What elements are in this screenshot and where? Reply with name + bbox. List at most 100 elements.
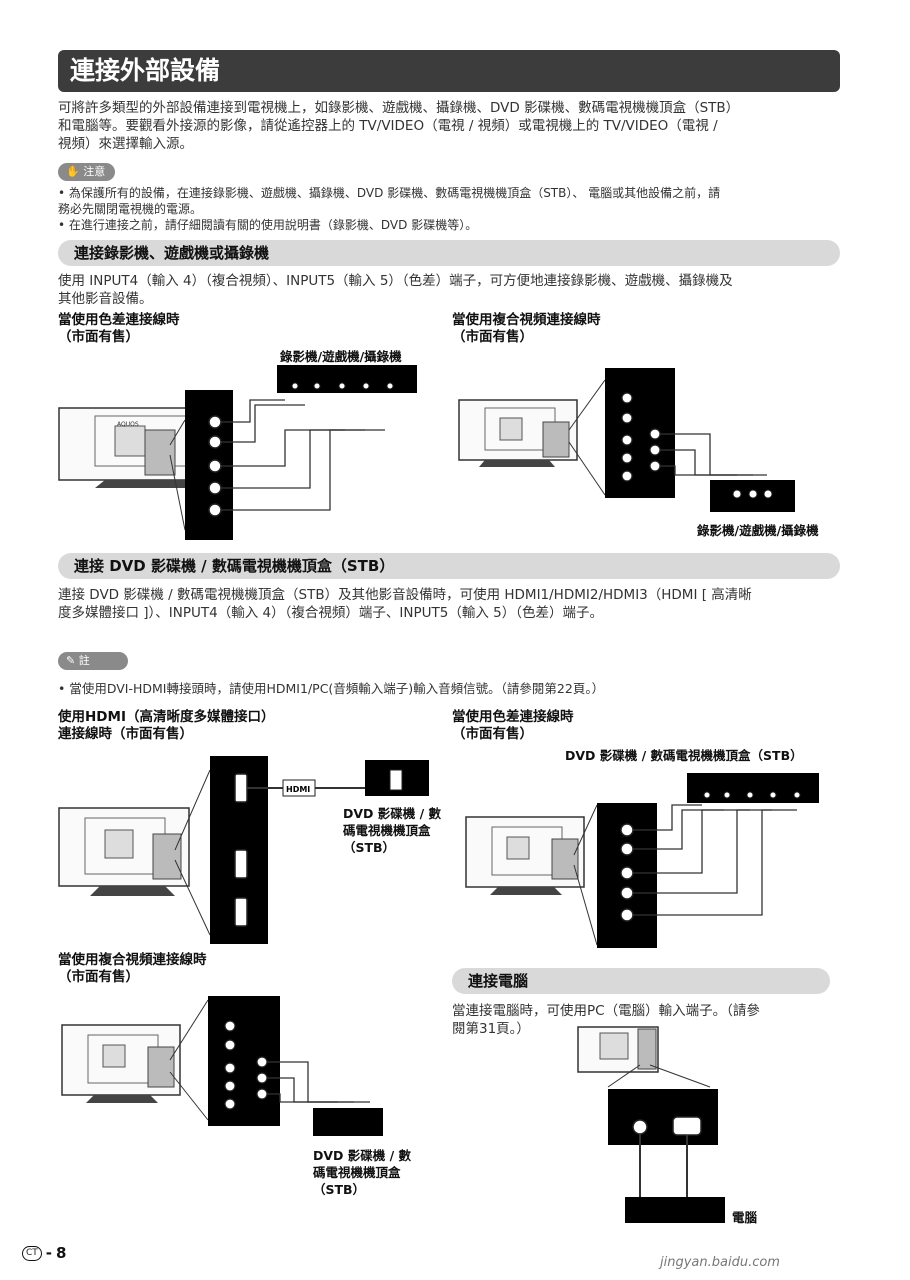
section-dvd-title: 連接 DVD 影碟機 / 數碼電視機機頂盒（STB） — [58, 553, 840, 579]
region-badge: CT — [22, 1245, 42, 1261]
note-icon: ✎ — [66, 654, 76, 667]
header-line: 當使用複合視頻連接線時 — [452, 312, 601, 328]
device-panel — [313, 1108, 383, 1136]
hdmi3-label: HDMI3 — [232, 887, 252, 894]
audio-label: AUDIO (R/L) — [612, 1104, 660, 1113]
device-panel — [687, 773, 819, 803]
hdmi-logo: HDMI — [286, 785, 310, 794]
tv-brand: AQUOS — [117, 421, 139, 428]
caution-item: 務必先關閉電視機的電源。 — [58, 202, 203, 216]
svg-text:R—AUDIO—L: R—AUDIO—L — [283, 372, 316, 378]
audio-label: AUDIO — [186, 430, 206, 437]
note-label: 註 — [78, 654, 90, 667]
input5-label: INPUT5 — [609, 375, 631, 382]
header-line: （市面有售） — [58, 329, 139, 345]
hdmi1-label: HDMI1 — [232, 762, 252, 769]
input4-label: INPUT4 — [643, 415, 665, 422]
section-pc-title: 連接電腦 — [452, 968, 830, 994]
hdmi-device-label: DVD 影碟機 / 數 碼電視機機頂盒 （STB） — [343, 806, 442, 855]
dvd-comp-header: 當使用色差連接線時 （市面有售） — [452, 709, 574, 743]
intro-line: 可將許多類型的外部設備連接到電視機上，如錄影機、遊戲機、攝錄機、DVD 影碟機、… — [58, 100, 740, 116]
svg-text:AUDIO (L/R): AUDIO (L/R) — [632, 1203, 662, 1209]
svg-text:L: L — [193, 439, 198, 448]
vcr-composite-diagram: INPUT5 INPUT4 COMPONENT R AUDIO L VIDEO — [458, 368, 795, 512]
svg-text:VIDEO: VIDEO — [354, 1128, 370, 1134]
vcr-device-label-right: 錄影機/遊戲機/攝錄機 — [697, 523, 819, 538]
svg-text:R AUDIO L: R AUDIO L — [727, 504, 753, 510]
watermark: jingyan.baidu.com — [660, 1255, 780, 1270]
dvd-composite-header: 當使用複合視頻連接線時 （市面有售） — [58, 952, 207, 985]
intro-paragraph: 可將許多類型的外部設備連接到電視機上，如錄影機、遊戲機、攝錄機、DVD 影碟機、… — [58, 99, 858, 153]
svg-text:R: R — [193, 417, 199, 426]
vcr-left-header: 當使用色差連接線時 （市面有售） — [58, 312, 180, 346]
svg-text:VIDEO: VIDEO — [761, 504, 777, 510]
tv-back-icon — [61, 1024, 181, 1103]
svg-text:COMPONENT: COMPONENT — [212, 1116, 245, 1122]
device-panel — [277, 365, 417, 393]
svg-text:PB: PB — [191, 487, 199, 494]
body-line: 使用 INPUT4（輸入 4）（複合視頻）、INPUT5（輸入 5）（色差）端子… — [58, 273, 733, 289]
tv-back-icon — [58, 807, 190, 896]
svg-text:PR: PR — [338, 370, 345, 376]
caution-list: • 為保護所有的設備，在連接錄影機、遊戲機、攝錄機、DVD 影碟機、數碼電視機機… — [58, 185, 858, 233]
vcr-component-diagram: AQUOS INPUT5 R AUDIO L PR PB Y COMPONENT… — [58, 365, 417, 540]
input-panel — [605, 368, 675, 498]
caution-item: • 在進行連接之前，請仔細閱讀有關的使用說明書（錄影機、DVD 影碟機等）。 — [58, 218, 478, 232]
input-panel — [208, 996, 280, 1126]
dvd-composite-diagram: INPUT5 INPUT4 COMPONENT R AUDIO L VIDEO — [61, 996, 383, 1136]
composite-device-label: DVD 影碟機 / 數 碼電視機機頂盒 （STB） — [313, 1148, 412, 1197]
svg-text:INPUT5: INPUT5 — [601, 808, 623, 815]
caution-badge: ✋ 注意 — [58, 163, 116, 181]
pc-port-panel — [608, 1089, 718, 1145]
svg-text:Y: Y — [191, 506, 197, 514]
header-line: 連接線時（市面有售） — [58, 726, 193, 742]
pc-device-panel — [625, 1197, 725, 1223]
vcr-device-label: 錄影機/遊戲機/攝錄機 — [280, 349, 402, 364]
header-line: 當使用色差連接線時 — [452, 709, 574, 725]
tv-back-icon — [458, 399, 578, 467]
section-vcr-body: 使用 INPUT4（輸入 4）（複合視頻）、INPUT5（輸入 5）（色差）端子… — [58, 272, 858, 308]
page-title: 連接外部設備 — [58, 50, 840, 92]
body-line: 當連接電腦時，可使用PC（電腦）輸入端子。（請參 — [452, 1003, 760, 1019]
header-line: 當使用色差連接線時 — [58, 312, 180, 328]
svg-text:COMPONENT: COMPONENT — [601, 938, 640, 945]
hand-icon: ✋ — [66, 165, 80, 178]
svg-text:R—AUDIO—L: R—AUDIO—L — [702, 781, 735, 787]
section-pc-body: 當連接電腦時，可使用PC（電腦）輸入端子。（請參 閱第31頁。） — [452, 1002, 842, 1038]
hdmi2-label: HDMI2 — [232, 839, 252, 846]
note-text: • 當使用DVI-HDMI轉接頭時，請使用HDMI1/PC(音頻輸入端子)輸入音… — [58, 681, 605, 696]
dvd-component-diagram: INPUT5 COMPONENT R—AUDIO—L — [465, 773, 819, 948]
vga-port-icon — [672, 1116, 702, 1136]
component-label: COMPONENT — [609, 488, 642, 494]
caution-label: 注意 — [83, 165, 106, 178]
hdmi-pc-label: HDMI1/ PC — [612, 1093, 655, 1102]
tv-back-icon — [465, 816, 585, 895]
input5-label: INPUT5 — [188, 395, 213, 403]
caution-item: • 為保護所有的設備，在連接錄影機、遊戲機、攝錄機、DVD 影碟機、數碼電視機機… — [58, 186, 721, 200]
pc-label: PC — [682, 1102, 694, 1112]
vcr-right-header: 當使用複合視頻連接線時 （市面有售） — [452, 312, 601, 346]
svg-text:INPUT4: INPUT4 — [248, 1045, 270, 1052]
component-label: COMPONENT — [188, 529, 227, 536]
svg-text:R AUDIO L: R AUDIO L — [322, 1128, 348, 1134]
body-line: 閱第31頁。） — [452, 1021, 530, 1037]
svg-text:Y: Y — [386, 370, 391, 376]
svg-text:INPUT5: INPUT5 — [212, 1003, 234, 1010]
note-badge: ✎ 註 — [58, 652, 128, 670]
section-vcr-title: 連接錄影機、遊戲機或攝錄機 — [58, 240, 840, 266]
section-dvd-body: 連接 DVD 影碟機 / 數碼電視機機頂盒（STB）及其他影音設備時，可使用 H… — [58, 586, 858, 622]
dvd-comp-device: DVD 影碟機 / 數碼電視機機頂盒（STB） — [565, 748, 803, 763]
header-line: （市面有售） — [452, 726, 533, 742]
tv-back-icon — [577, 1026, 659, 1073]
svg-text:RGB: RGB — [678, 1203, 689, 1209]
header-line: 使用HDMI（高清晰度多媒體接口） — [58, 709, 275, 725]
hdmi-header: 使用HDMI（高清晰度多媒體接口） 連接線時（市面有售） — [58, 709, 274, 743]
body-line: 其他影音設備。 — [58, 291, 153, 307]
page-footer: CT - 8 — [22, 1244, 66, 1262]
body-line: 連接 DVD 影碟機 / 數碼電視機機頂盒（STB）及其他影音設備時，可使用 H… — [58, 587, 752, 603]
svg-text:PB: PB — [361, 370, 368, 376]
pc-diagram: HDMI1/ PC AUDIO (R/L) PC AUDIO (L/R) RGB — [577, 1026, 725, 1223]
pc-device-label: 電腦 — [732, 1210, 758, 1225]
page-number: 8 — [56, 1244, 67, 1262]
intro-line: 視頻）來選擇輸入源。 — [58, 136, 193, 152]
